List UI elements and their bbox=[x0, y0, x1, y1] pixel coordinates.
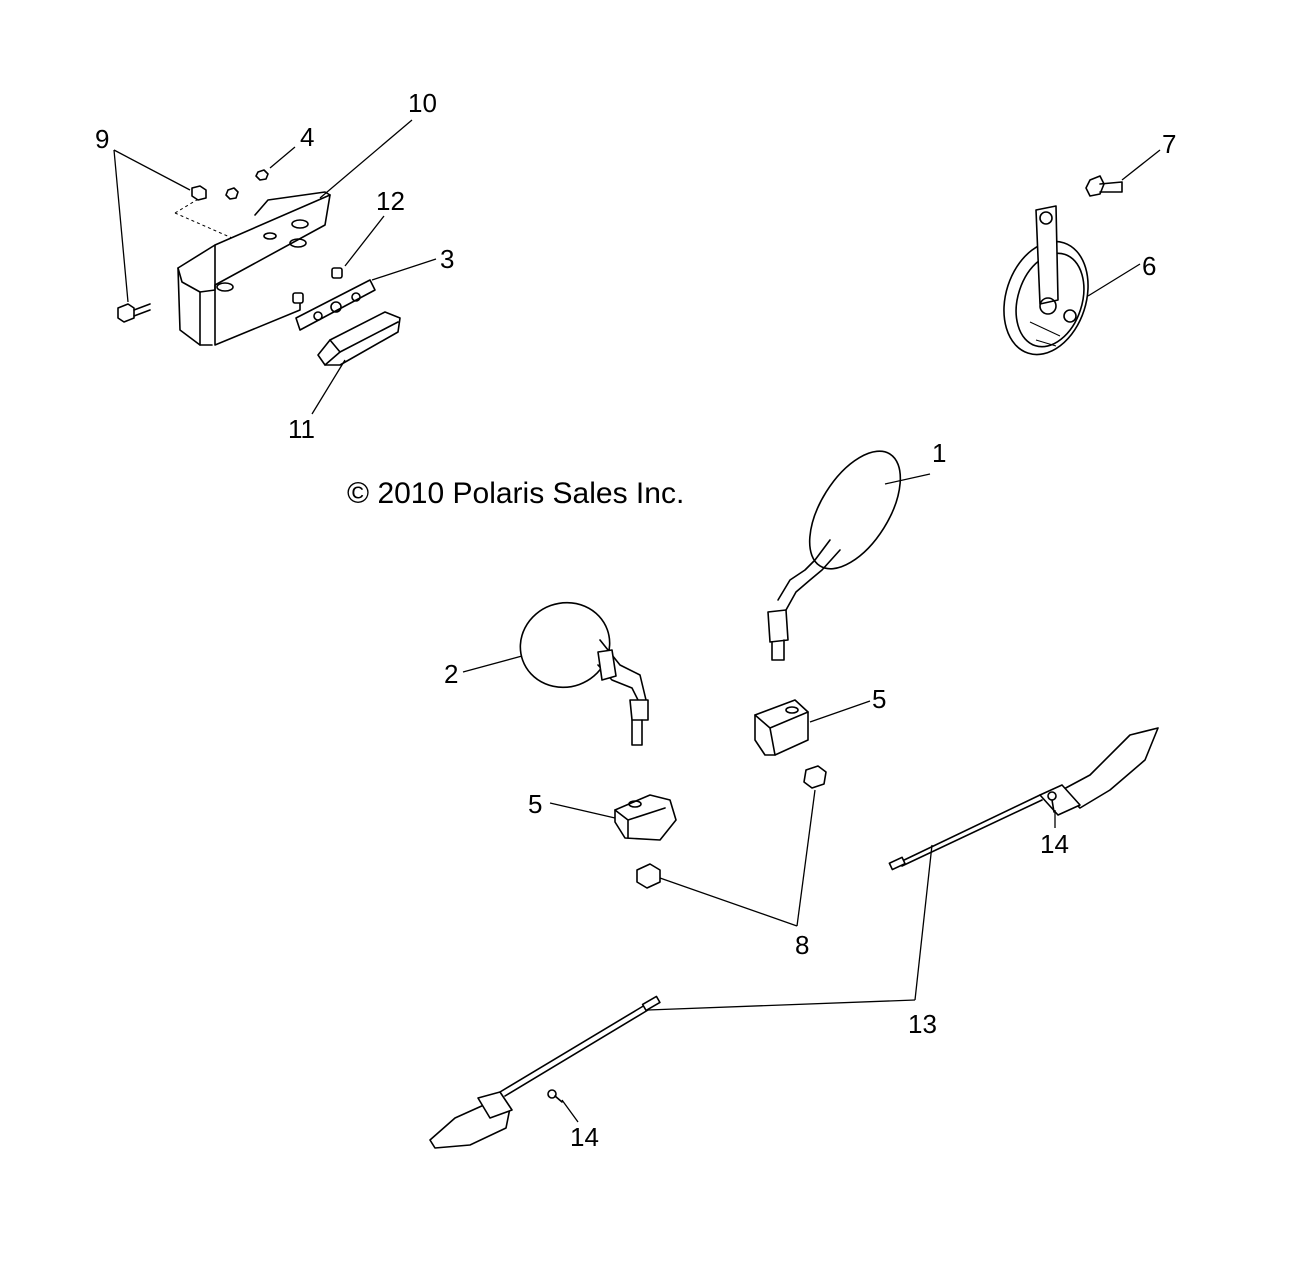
callout-13: 13 bbox=[908, 1009, 937, 1039]
callout-8: 8 bbox=[795, 930, 809, 960]
horn-bolt bbox=[1085, 175, 1123, 197]
mirror-clamp-upper bbox=[754, 699, 809, 756]
callout-14-right: 14 bbox=[1040, 829, 1069, 859]
mirror-left bbox=[519, 601, 649, 746]
nut-lower bbox=[636, 863, 661, 889]
screw-left bbox=[547, 1089, 563, 1103]
turn-signal-left bbox=[429, 995, 661, 1149]
nut-upper bbox=[803, 765, 827, 789]
callout-7: 7 bbox=[1162, 129, 1176, 159]
bracket-hardware bbox=[117, 169, 343, 323]
license-lamp bbox=[317, 311, 401, 366]
callout-9: 9 bbox=[95, 124, 109, 154]
turn-signal-right bbox=[888, 727, 1159, 871]
callout-5-lower: 5 bbox=[528, 789, 542, 819]
callout-10: 10 bbox=[408, 88, 437, 118]
callout-labels: 1 2 3 4 5 5 6 7 8 9 10 11 12 13 14 14 bbox=[95, 88, 1176, 1152]
callout-5-upper: 5 bbox=[872, 684, 886, 714]
callout-11: 11 bbox=[288, 414, 315, 444]
mirror-right bbox=[767, 450, 902, 661]
callout-14-left: 14 bbox=[570, 1122, 599, 1152]
callout-4: 4 bbox=[300, 122, 314, 152]
callout-6: 6 bbox=[1142, 251, 1156, 281]
callout-3: 3 bbox=[440, 244, 454, 274]
light-mount-plate bbox=[295, 279, 376, 331]
screw-right bbox=[1047, 791, 1057, 813]
mirror-clamp-lower bbox=[614, 794, 677, 841]
callout-1: 1 bbox=[932, 438, 946, 468]
license-plate-bracket bbox=[174, 191, 331, 346]
horn bbox=[1003, 205, 1089, 356]
copyright-notice: © 2010 Polaris Sales Inc. bbox=[347, 477, 684, 510]
callout-2: 2 bbox=[444, 659, 458, 689]
callout-12: 12 bbox=[376, 186, 405, 216]
leader-lines bbox=[113, 119, 1161, 1123]
